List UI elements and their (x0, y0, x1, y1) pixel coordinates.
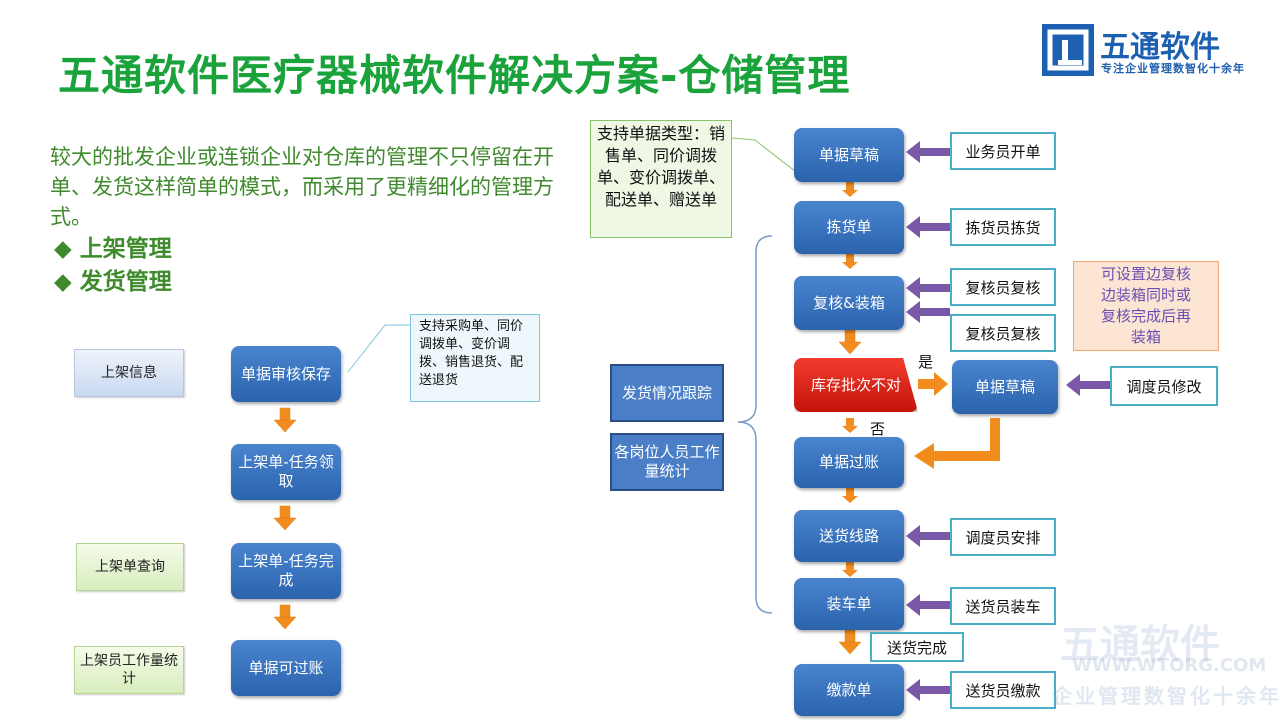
no-label: 否 (870, 420, 886, 438)
intro-text: 较大的批发企业或连锁企业对仓库的管理不只停留在开单、发货这样简单的模式，而采用了… (50, 145, 554, 229)
arrow-right-yes (918, 372, 948, 396)
step-task-complete: 上架单-任务完成 (231, 543, 341, 599)
arrow-left (906, 277, 950, 299)
step-payment: 缴款单 (794, 664, 904, 716)
label-shelving-info[interactable]: 上架信息 (74, 349, 184, 397)
callout-line (347, 324, 410, 373)
step-redraft: 单据草稿 (952, 360, 1058, 414)
yes-label: 是 (918, 353, 934, 371)
doc-types-note: 支持单据类型：销售单、同价调拨单、变价调拨单、配送单、赠送单 (590, 120, 732, 238)
bullet-shelving: ◆ 上架管理 (54, 236, 172, 262)
diamond-icon: ◆ (54, 236, 72, 262)
step-doc-review: 单据审核保存 (231, 346, 341, 402)
callout-line (731, 137, 801, 176)
step-draft: 单据草稿 (794, 128, 904, 182)
step-task-claim: 上架单-任务领取 (231, 444, 341, 500)
logo-name: 五通软件 (1100, 30, 1220, 65)
step-picking: 拣货单 (794, 201, 904, 254)
role-reviewer: 复核员复核 (950, 314, 1056, 352)
watermark-name: 五通软件 (1060, 622, 1220, 668)
page-title: 五通软件医疗器械软件解决方案-仓储管理 (58, 51, 851, 100)
watermark-url: WWW.WTORG.COM (1072, 655, 1267, 676)
role-dispatcher-edit: 调度员修改 (1110, 366, 1218, 406)
role-salesperson: 业务员开单 (950, 132, 1056, 170)
left-flow-note: 支持采购单、同价调拨单、变价调拨、销售退货、配送退货 (410, 314, 540, 402)
role-courier-pay: 送货员缴款 (950, 671, 1056, 709)
arrow-down (842, 182, 858, 197)
arrow-left (906, 679, 950, 701)
label-shelving-query[interactable]: 上架单查询 (76, 543, 184, 591)
bullet-shipping: ◆ 发货管理 (54, 269, 172, 295)
arrow-down (842, 254, 858, 269)
role-picker: 拣货员拣货 (950, 208, 1056, 246)
arrow-down (838, 629, 862, 655)
arrow-down (273, 604, 297, 630)
arrow-down (273, 407, 297, 433)
arrow-down (842, 488, 858, 503)
arrow-down (842, 562, 858, 577)
tracking-box: 发货情况跟踪 (610, 364, 724, 422)
logo-icon (1042, 24, 1094, 76)
step-postable: 单据可过账 (231, 640, 341, 696)
role-reviewer: 复核员复核 (950, 268, 1056, 306)
arrow-left (906, 141, 950, 163)
step-loading: 装车单 (794, 578, 904, 630)
label-shelver-workload[interactable]: 上架员工作量统计 (74, 646, 184, 694)
arrow-left (906, 301, 950, 323)
role-dispatcher-arrange: 调度员安排 (950, 518, 1056, 556)
step-review-pack: 复核&装箱 (794, 276, 904, 330)
role-courier-load: 送货员装车 (950, 587, 1056, 625)
arrow-down (842, 418, 858, 433)
arrow-left (906, 594, 950, 616)
step-batch-mismatch: 库存批次不对 (794, 358, 918, 412)
bracket (737, 235, 773, 614)
arrow-down (273, 505, 297, 531)
delivered-label: 送货完成 (870, 632, 964, 662)
arrow-return (914, 418, 1000, 469)
step-posting: 单据过账 (794, 437, 904, 488)
arrow-left (906, 216, 950, 238)
diamond-icon: ◆ (54, 269, 72, 295)
packing-option-note: 可设置边复核边装箱同时或复核完成后再装箱 (1073, 261, 1219, 351)
step-route: 送货线路 (794, 510, 904, 562)
logo-tagline: 专注企业管理数智化十余年 (1101, 62, 1245, 75)
arrow-down (838, 329, 862, 355)
arrow-left (1066, 374, 1110, 396)
workload-box: 各岗位人员工作量统计 (610, 433, 724, 491)
watermark-tagline: 企业管理数智化十余年 (1052, 684, 1280, 708)
arrow-left (906, 525, 950, 547)
